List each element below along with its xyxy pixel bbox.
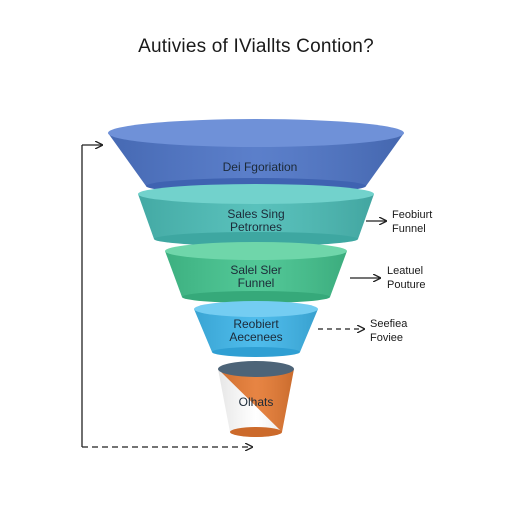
tier-3-label-line-2: Funnel <box>238 276 275 290</box>
tier-2-rim <box>138 184 374 204</box>
side-label-3-line-1: Seefiea <box>370 318 408 330</box>
tier-2-label-line-1: Sales Sing <box>227 207 284 221</box>
tier-3-rim <box>165 242 347 260</box>
tier-4-shade <box>194 309 318 352</box>
tier-4-rim <box>194 301 318 317</box>
tier-2-label-line-2: Petrornes <box>230 220 282 234</box>
side-label-1-line-2: Funnel <box>392 223 426 235</box>
diagram-title: Autivies of IViallts Contion? <box>138 36 374 57</box>
funnel-tier-3: Salel Sler Funnel <box>165 242 347 303</box>
tier-1-rim <box>108 119 404 147</box>
tier-5-rim <box>218 361 294 377</box>
funnel-tier-4: Reobiert Aecenees <box>194 301 318 357</box>
tier-5-label: Olhats <box>239 395 274 409</box>
tier-5-bottom <box>230 427 282 437</box>
tier-4-bottom <box>212 347 300 357</box>
tier-1-label: Dei Fgoriation <box>223 160 298 174</box>
tier-4-label-line-1: Reobiert <box>233 317 279 331</box>
funnel-tier-1: Dei Fgoriation <box>108 119 404 194</box>
side-label-2-line-2: Pouture <box>387 279 426 291</box>
funnel-tier-5: Olhats <box>218 361 294 437</box>
side-label-3-line-2: Foviee <box>370 332 403 344</box>
tier-1-shade <box>108 133 404 186</box>
tier-2-shade <box>138 194 374 239</box>
tier-4-label-line-2: Aecenees <box>229 330 282 344</box>
tier-3-bottom <box>182 291 330 303</box>
tier-3-shade <box>165 251 347 297</box>
tier-2-bottom <box>154 232 358 246</box>
tier-5-shade <box>218 369 294 432</box>
tier-3-label-line-1: Salel Sler <box>230 263 281 277</box>
side-label-1-line-1: Feobiurt <box>392 209 432 221</box>
funnel-tier-2: Sales Sing Petrornes <box>138 184 374 246</box>
side-label-2-line-1: Leatuel <box>387 265 423 277</box>
